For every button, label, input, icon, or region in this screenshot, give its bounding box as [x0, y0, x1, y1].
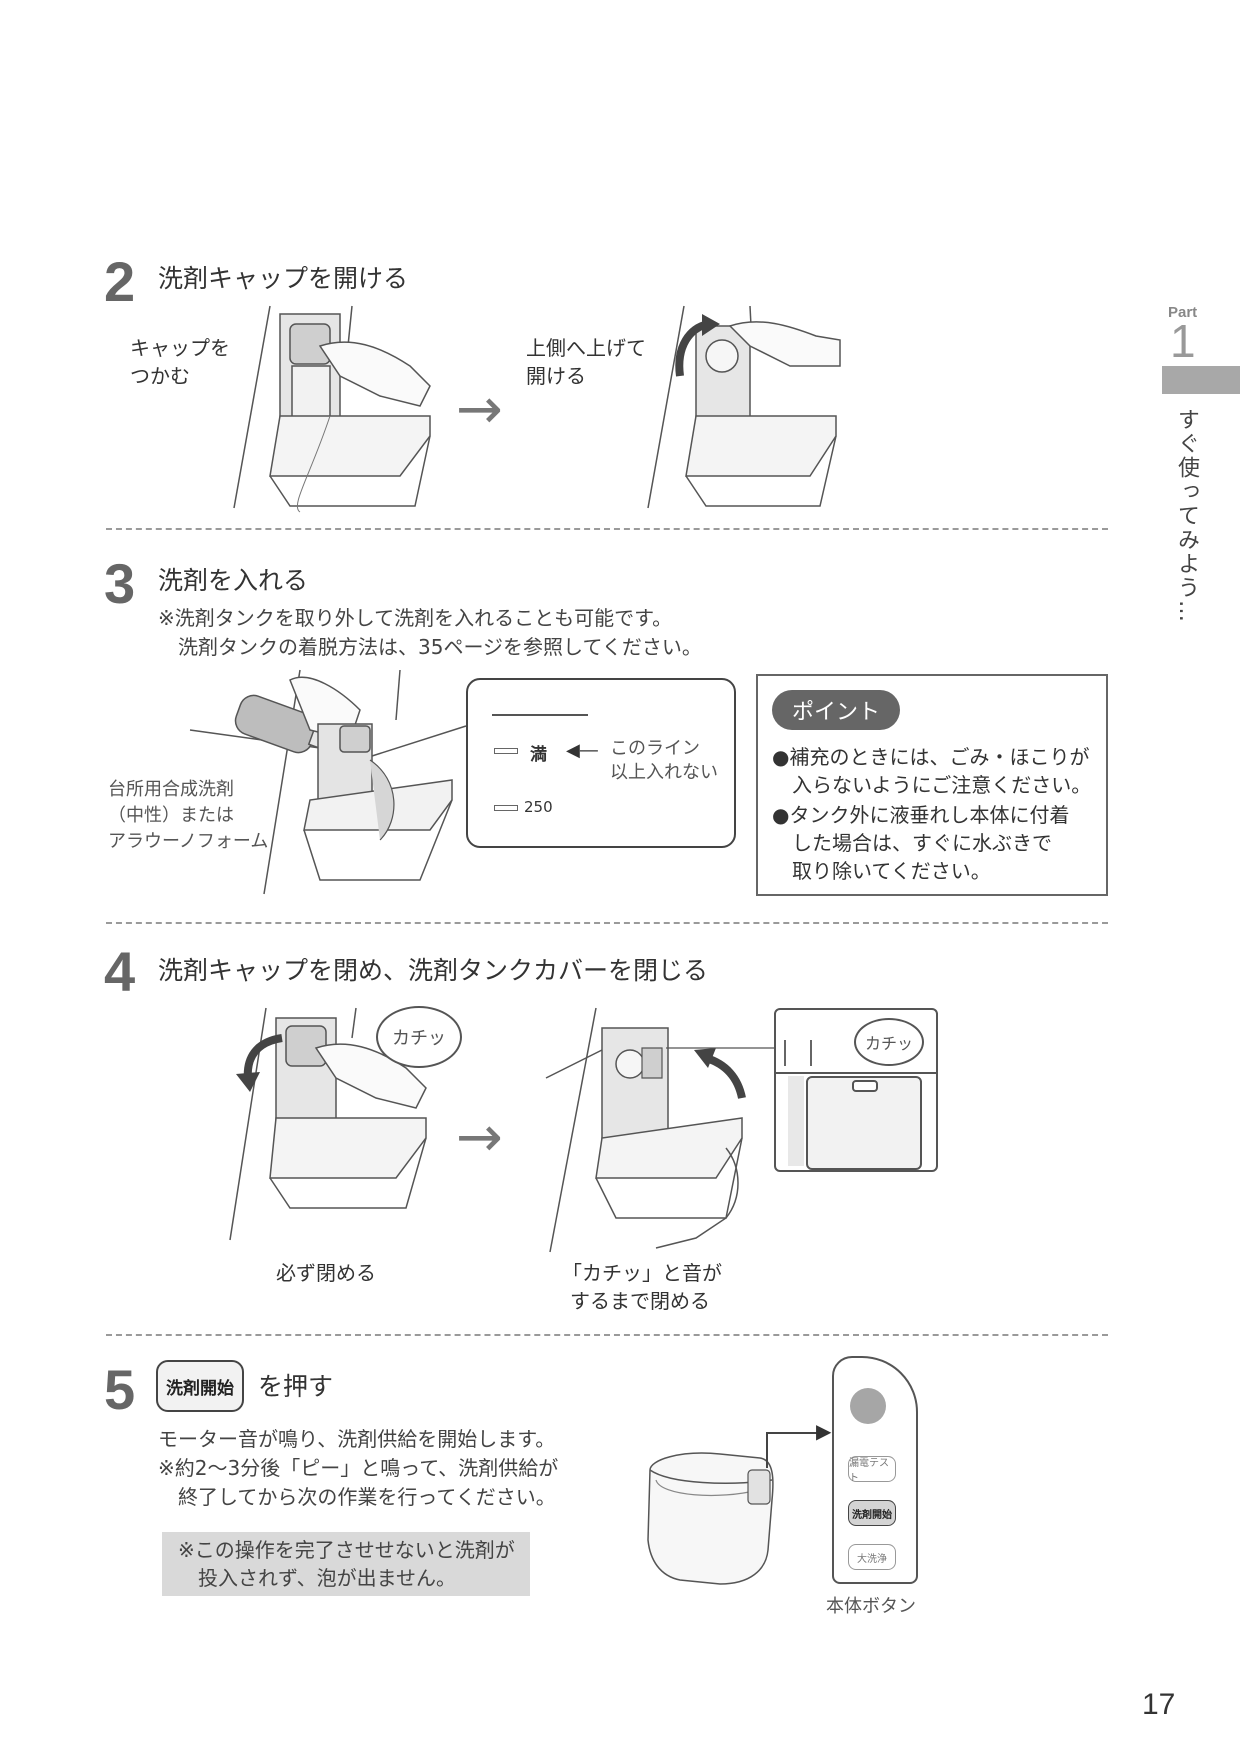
gauge-caption-1: このライン [610, 738, 700, 759]
gauge-pointer-arrow-icon: ◀― [566, 740, 598, 761]
gauge-full-label: 満 [530, 745, 547, 765]
page-number: 17 [1142, 1688, 1176, 1721]
step5-warning-line-1: ※この操作を完了させせないと洗剤が [178, 1538, 515, 1562]
step4-caption-right-2: するまで閉める [570, 1289, 710, 1313]
click-sound-bubble: カチッ [376, 1006, 462, 1068]
gauge-250-label: 250 [524, 798, 553, 816]
divider-3 [106, 1334, 1108, 1336]
step5-description: モーター音が鳴り、洗剤供給を開始します。 [158, 1427, 556, 1451]
step2-arrow-icon: → [456, 377, 503, 442]
detail-cover-top [776, 1072, 936, 1074]
control-panel: 漏電テスト 洗剤開始 大洗浄 [832, 1356, 918, 1584]
gauge-top-line [492, 714, 588, 716]
part-number: 1 [1170, 315, 1196, 367]
step3-note-2: 洗剤タンクの着脱方法は、35ページを参照してください。 [178, 635, 702, 659]
step4-title: 洗剤キャップを閉め、洗剤タンクカバーを閉じる [158, 956, 709, 985]
gauge-callout: 満 ◀― このライン 以上入れない 250 [466, 678, 736, 848]
step4-number: 4 [104, 940, 136, 1003]
divider-1 [106, 528, 1108, 530]
step5-note-1: ※約2〜3分後「ピー」と鳴って、洗剤供給が [158, 1456, 559, 1480]
detail-cover-tab [852, 1080, 878, 1092]
step3-title: 洗剤を入れる [158, 566, 309, 595]
point-item-2-line-3: 取り除いてください。 [772, 859, 991, 883]
step4-caption-right-1: 「カチッ」と音が [562, 1261, 722, 1285]
point-badge: ポイント [772, 690, 900, 730]
toilet-pointer-line [766, 1432, 768, 1468]
step5-warning-box: ※この操作を完了させせないと洗剤が 投入されず、泡が出ません。 [162, 1532, 530, 1596]
detergent-label-2: （中性）または [108, 805, 234, 826]
step2-illustration-lift-cap [640, 306, 850, 512]
point-item-2-line-2: した場合は、すぐに水ぶきで [772, 831, 1052, 855]
step4-detail-box [774, 1008, 938, 1172]
step4-caption-left: 必ず閉める [276, 1261, 376, 1285]
part-label: Part [1168, 304, 1198, 321]
point-item-2-line-1: ●タンク外に液垂れし本体に付着 [772, 803, 1070, 827]
gauge-caption-2: 以上入れない [610, 762, 718, 783]
panel-button-detergent-start[interactable]: 洗剤開始 [848, 1500, 896, 1526]
gauge-full-mark [494, 748, 518, 754]
point-item-1-line-1: ●補充のときには、ごみ・ほこりが [772, 745, 1090, 769]
step5-title-suffix: を押す [258, 1372, 334, 1401]
detergent-start-button-icon: 洗剤開始 [156, 1360, 244, 1412]
panel-caption: 本体ボタン [826, 1596, 916, 1617]
panel-round-indicator [850, 1388, 886, 1424]
step2-illustration-grab-cap [230, 306, 460, 512]
step2-caption-right-2: 開ける [526, 364, 586, 388]
gauge-250-mark [494, 805, 518, 811]
detergent-label-3: アラウーノフォーム [108, 831, 269, 852]
step2-caption-right-1: 上側へ上げて [526, 336, 646, 360]
detail-wall-side [788, 1076, 804, 1166]
step2-caption-left-2: つかむ [130, 364, 190, 388]
step3-note-1: ※洗剤タンクを取り外して洗剤を入れることも可能です。 [158, 606, 673, 630]
side-vertical-text: すぐ使ってみよう… [1174, 408, 1199, 624]
step2-caption-left-1: キャップを [130, 336, 230, 360]
step4-arrow-icon: → [456, 1105, 503, 1170]
toilet-illustration [640, 1440, 780, 1590]
detergent-label-1: 台所用合成洗剤 [108, 779, 234, 800]
step4-illustration-close-cover [546, 1008, 776, 1248]
step3-number: 3 [104, 552, 136, 615]
step2-number: 2 [104, 250, 136, 313]
panel-button-large-flush[interactable]: 大洗浄 [848, 1544, 896, 1570]
toilet-pointer-line-h [766, 1432, 822, 1434]
step2-title: 洗剤キャップを開ける [158, 264, 409, 293]
panel-button-leak-test[interactable]: 漏電テスト [848, 1456, 896, 1484]
part-tab-bar [1162, 366, 1240, 394]
point-item-1-line-2: 入らないようにご注意ください。 [772, 773, 1092, 797]
step5-note-2: 終了してから次の作業を行ってください。 [178, 1485, 556, 1509]
divider-2 [106, 922, 1108, 924]
click-sound-detail-bubble: カチッ [854, 1018, 924, 1066]
detail-wall [784, 1040, 812, 1066]
step4-illustration-close-cap [226, 1008, 446, 1238]
step5-warning-line-2: 投入されず、泡が出ません。 [198, 1566, 456, 1590]
step3-illustration-pour-detergent [200, 670, 460, 894]
step5-number: 5 [104, 1358, 136, 1421]
point-box: ポイント ●補充のときには、ごみ・ほこりが 入らないようにご注意ください。 ●タ… [756, 674, 1108, 896]
toilet-pointer-arrow-icon: ▶ [816, 1419, 832, 1443]
